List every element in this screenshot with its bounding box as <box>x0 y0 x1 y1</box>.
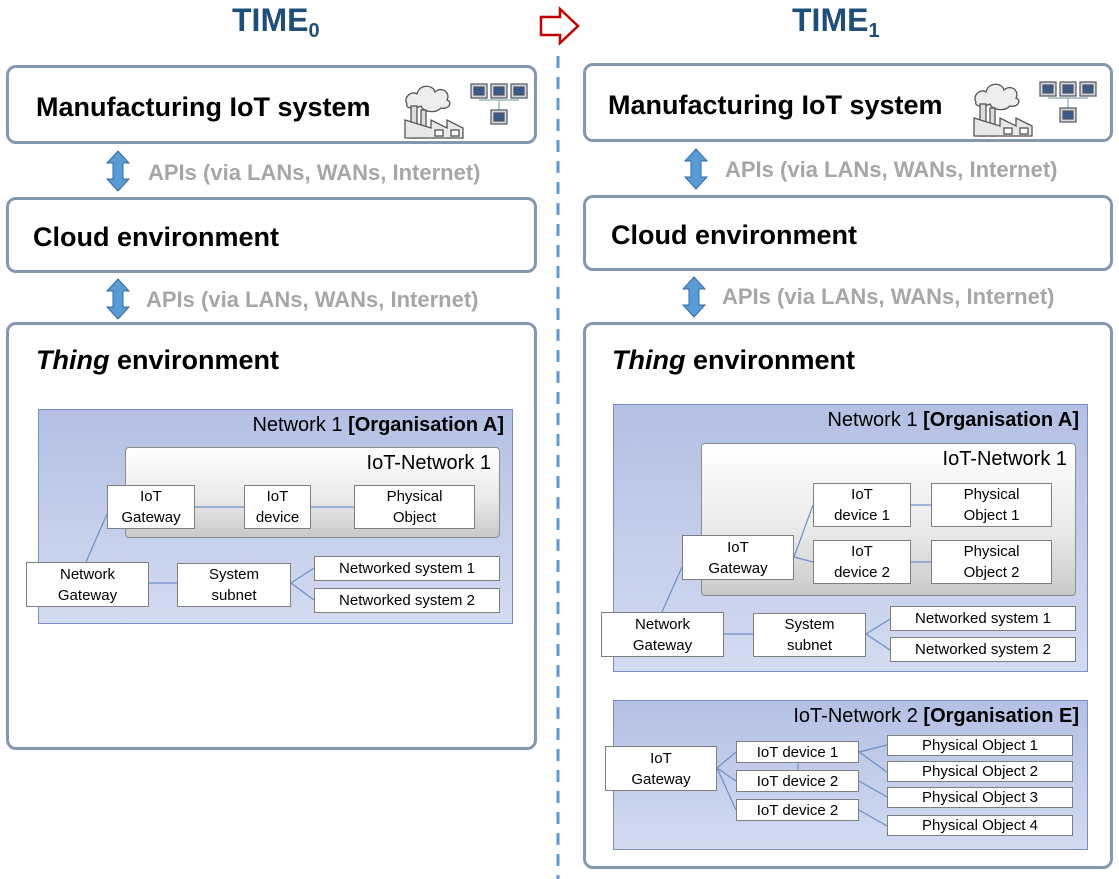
time0-network-gateway: Network Gateway <box>26 562 149 607</box>
time0-iot-gateway: IoT Gateway <box>107 485 195 529</box>
time1-thing-label: Thing environment <box>612 345 855 376</box>
time0-api-bottom-arrow-icon <box>106 278 130 320</box>
time1-net2-physical-object-1: Physical Object 1 <box>887 735 1073 756</box>
time0-api-top-label: APIs (via LANs, WANs, Internet) <box>148 160 481 185</box>
time1-networked-system-1: Networked system 1 <box>890 606 1076 631</box>
time0-network1-org: [Organisation A] <box>348 414 504 436</box>
time1-net2-iot-gateway: IoT Gateway <box>605 746 717 791</box>
time1-net2-physical-object-4: Physical Object 4 <box>887 815 1073 836</box>
time0-iot-network1-title: IoT-Network 1 <box>366 452 491 474</box>
time1-api-bottom-label: APIs (via LANs, WANs, Internet) <box>722 284 1055 309</box>
time1-subscript: 1 <box>868 20 880 42</box>
time1-network1-name: Network 1 <box>827 409 924 431</box>
time0-networked-system-1: Networked system 1 <box>314 556 500 581</box>
time1-iot-gateway: IoT Gateway <box>682 535 794 580</box>
time1-title: TIME1 <box>792 2 880 43</box>
time1-iot-network2-org: [Organisation E] <box>923 705 1079 727</box>
time0-title: TIME0 <box>232 2 320 43</box>
time1-iot-network1-title: IoT-Network 1 <box>942 448 1067 470</box>
time1-net2-physical-object-2: Physical Object 2 <box>887 761 1073 782</box>
time1-thing-italic: Thing <box>612 345 686 375</box>
time0-cloud-label: Cloud environment <box>33 222 280 252</box>
time0-thing-label: Thing environment <box>36 345 279 376</box>
time1-cloud-panel: Cloud environment <box>583 195 1113 271</box>
time0-networked-system-2: Networked system 2 <box>314 588 500 613</box>
time1-iot-device-1: IoT device 1 <box>813 483 911 527</box>
time0-subscript: 0 <box>308 20 320 42</box>
time1-net2-iot-device-c: IoT device 2 <box>736 799 859 821</box>
time1-iot-network2-title: IoT-Network 2 [Organisation E] <box>793 705 1079 728</box>
time0-api-bottom-label: APIs (via LANs, WANs, Internet) <box>146 287 479 312</box>
time0-title-text: TIME <box>232 2 309 38</box>
time0-cloud-panel: Cloud environment <box>6 197 537 273</box>
time0-network1-title: Network 1 [Organisation A] <box>252 414 504 437</box>
time1-title-text: TIME <box>792 2 869 38</box>
time0-system-subnet: System subnet <box>177 563 291 607</box>
factory-icon <box>404 85 464 139</box>
time1-api-top-label: APIs (via LANs, WANs, Internet) <box>725 157 1058 182</box>
time1-api-bottom-arrow-icon <box>682 276 706 318</box>
time1-net2-iot-device-a: IoT device 1 <box>736 741 859 763</box>
time0-physical-object: Physical Object <box>354 485 475 529</box>
network-computers-icon <box>1039 81 1097 123</box>
network-computers-icon <box>470 83 528 125</box>
time1-net2-iot-device-b: IoT device 2 <box>736 770 859 792</box>
time0-network1-name: Network 1 <box>252 414 349 436</box>
time1-net2-physical-object-3: Physical Object 3 <box>887 787 1073 808</box>
time0-mfg-panel: Manufacturing IoT system <box>6 65 537 144</box>
time0-thing-rest: environment <box>109 345 280 375</box>
time1-iot-device-2: IoT device 2 <box>813 540 911 584</box>
time1-api-top-arrow-icon <box>684 148 708 190</box>
time1-mfg-panel: Manufacturing IoT system <box>583 63 1113 142</box>
transition-arrow-icon <box>539 6 580 46</box>
time1-system-subnet: System subnet <box>753 613 866 657</box>
factory-icon <box>973 83 1033 137</box>
time0-iot-device: IoT device <box>244 485 311 529</box>
time1-cloud-label: Cloud environment <box>611 220 858 250</box>
time1-network-gateway: Network Gateway <box>601 612 724 657</box>
time1-mfg-label: Manufacturing IoT system <box>608 90 943 120</box>
time1-iot-network2-name: IoT-Network 2 <box>793 705 924 727</box>
time0-api-top-arrow-icon <box>106 150 130 192</box>
time1-network1-title: Network 1 [Organisation A] <box>827 409 1079 432</box>
time0-thing-italic: Thing <box>36 345 110 375</box>
time1-thing-rest: environment <box>685 345 856 375</box>
time1-physical-object-2: Physical Object 2 <box>931 540 1052 584</box>
time0-mfg-label: Manufacturing IoT system <box>36 92 371 122</box>
time1-physical-object-1: Physical Object 1 <box>931 483 1052 527</box>
time1-network1-org: [Organisation A] <box>923 409 1079 431</box>
time1-networked-system-2: Networked system 2 <box>890 637 1076 662</box>
